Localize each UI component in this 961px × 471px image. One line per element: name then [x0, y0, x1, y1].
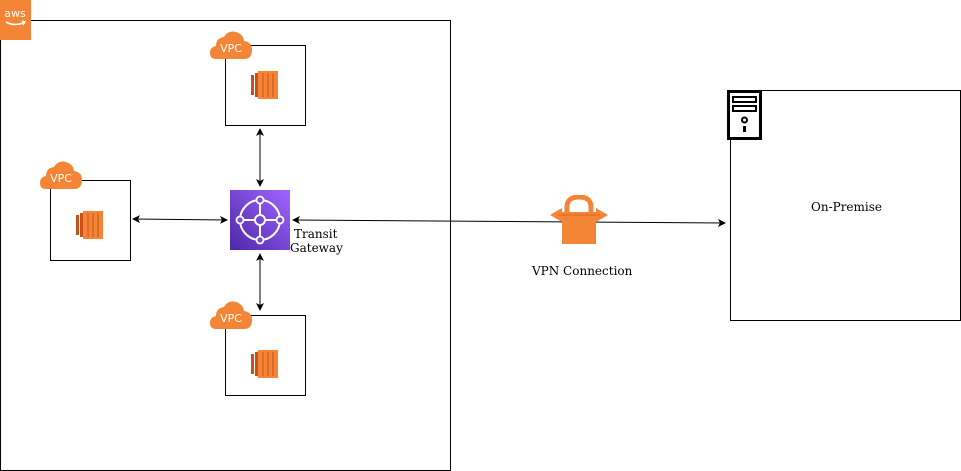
vpc-cloud-icon: VPC — [210, 30, 252, 60]
transit-gateway-label-line1: Transit — [294, 227, 338, 241]
vpc-badge-label: VPC — [50, 172, 72, 185]
vpc-cloud-icon: VPC — [210, 300, 252, 330]
ec2-instance-icon — [249, 348, 281, 380]
server-icon — [727, 90, 762, 140]
ec2-instance-icon — [74, 209, 106, 241]
on-premise-box — [730, 90, 961, 321]
transit-gateway-icon — [230, 190, 290, 250]
vpn-lock-icon — [548, 194, 610, 245]
aws-badge-label: aws — [4, 7, 26, 20]
aws-logo-icon: aws — [4, 7, 27, 26]
vpc-badge-label: VPC — [220, 312, 242, 325]
connector-tgw-vpc-left — [132, 215, 228, 224]
transit-gateway-label-line2: Gateway — [290, 241, 343, 255]
on-premise-label: On-Premise — [811, 200, 883, 214]
aws-badge: aws — [0, 0, 31, 40]
ec2-instance-icon — [249, 69, 281, 101]
vpc-badge-label: VPC — [220, 42, 242, 55]
vpn-connection-label: VPN Connection — [532, 264, 633, 278]
connector-tgw-onpremise — [292, 216, 726, 227]
vpc-cloud-icon: VPC — [40, 160, 82, 190]
